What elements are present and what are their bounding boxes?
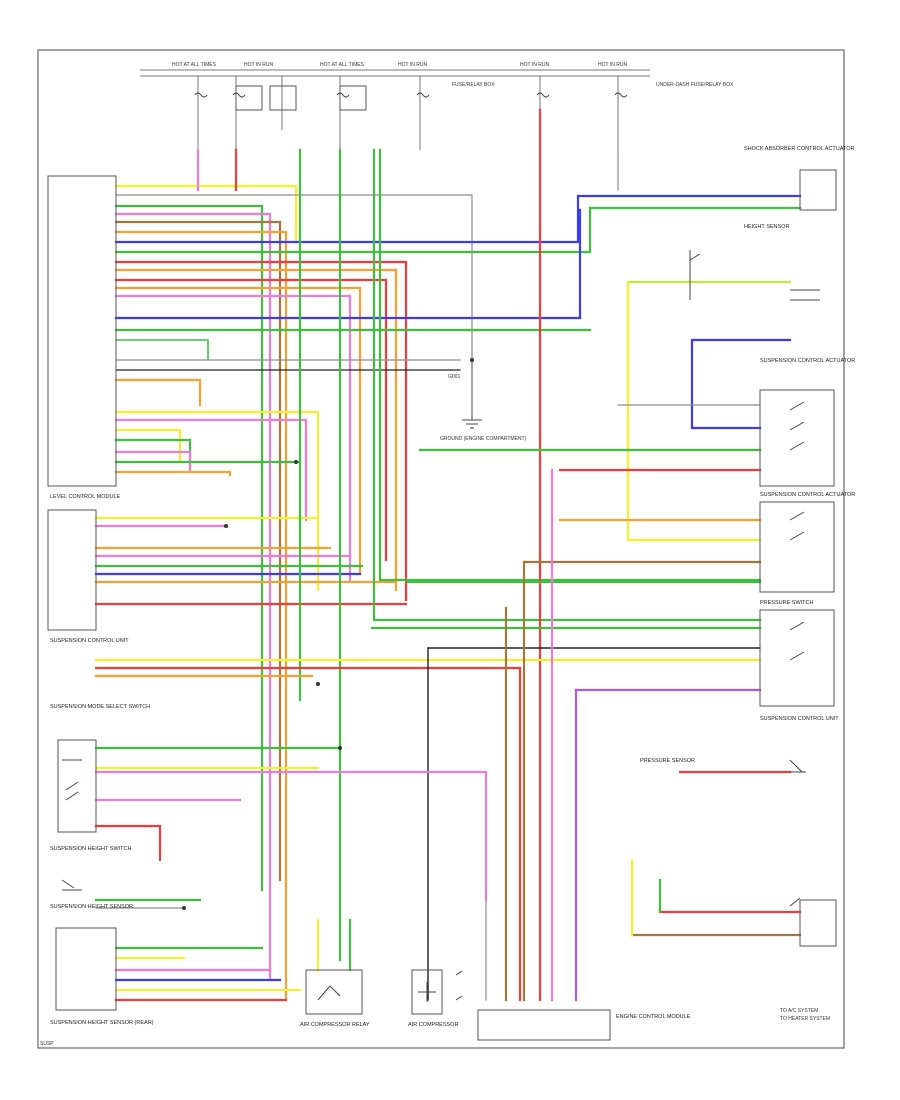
control-actuator-1-box [759, 389, 835, 487]
right-components: SHOCK ABSORBER CONTROL ACTUATOR HEIGHT S… [640, 146, 855, 1022]
mode-select-switch-label: SUSPENSION MODE SELECT SWITCH [50, 704, 150, 710]
engine-control-module-label: ENGINE CONTROL MODULE [616, 1014, 691, 1020]
fuse-label-3: HOT AT ALL TIMES [320, 62, 365, 68]
height-sensor-right-label: HEIGHT SENSOR [744, 224, 789, 230]
fuse-label-2: HOT IN RUN [244, 62, 273, 68]
height-sensor-label: SUSPENSION HEIGHT SENSOR [50, 904, 133, 910]
mode-select-switch-box [57, 739, 97, 833]
junction-dots [182, 358, 474, 910]
fuse-box-label: FUSE/RELAY BOX [452, 82, 495, 88]
page-tag: SUSP [40, 1041, 54, 1047]
pressure-switch-label: PRESSURE SWITCH [760, 600, 814, 606]
engine-control-module-box [477, 1009, 611, 1041]
legend-line-2: TO HEATER SYSTEM [780, 1016, 830, 1022]
pressure-sensor-label: PRESSURE SENSOR [640, 758, 695, 764]
left-components: LEVEL CONTROL MODULE SUSPENSION CONTROL … [40, 175, 154, 1047]
center-components: G001 GROUND (ENGINE COMPARTMENT) AIR COM… [300, 360, 691, 1041]
suspension-control-unit-right-label: SUSPENSION CONTROL UNIT [760, 716, 839, 722]
suspension-control-unit-label: SUSPENSION CONTROL UNIT [50, 638, 129, 644]
shock-actuator-label: SHOCK ABSORBER CONTROL ACTUATOR [744, 146, 855, 152]
compressor-label: AIR COMPRESSOR [408, 1022, 458, 1028]
pressure-switch-box [759, 609, 835, 707]
control-actuator-2-label: SUSPENSION CONTROL ACTUATOR [760, 492, 855, 498]
g001-label: G001 [448, 374, 460, 380]
right-bottom-sensor-box [799, 899, 837, 947]
fuse-label-4: HOT IN RUN [398, 62, 427, 68]
rear-height-sensor-label: SUSPENSION HEIGHT SENSOR (REAR) [50, 1020, 154, 1026]
height-sensor-box [55, 927, 117, 1011]
top-fuse-bus: HOT AT ALL TIMES HOT IN RUN HOT AT ALL T… [140, 62, 734, 150]
height-switch-label: SUSPENSION HEIGHT SWITCH [50, 846, 132, 852]
fuse-label-6: HOT IN RUN [598, 62, 627, 68]
legend-line-1: TO A/C SYSTEM [780, 1008, 818, 1014]
ground-center-label: GROUND (ENGINE COMPARTMENT) [440, 436, 527, 442]
compressor-relay-label: AIR COMPRESSOR RELAY [300, 1022, 370, 1028]
control-actuator-1-label: SUSPENSION CONTROL ACTUATOR [760, 358, 855, 364]
wire-harness [94, 108, 802, 1002]
under-dash-label: UNDER-DASH FUSE/RELAY BOX [656, 82, 734, 88]
control-actuator-2-box [759, 501, 835, 593]
fuse-label-5: HOT IN RUN [520, 62, 549, 68]
level-control-module-label: LEVEL CONTROL MODULE [50, 494, 121, 500]
fuse-label-1: HOT AT ALL TIMES [172, 62, 217, 68]
level-control-module-box [47, 175, 117, 487]
shock-actuator-box [799, 169, 837, 211]
compressor-relay-box [305, 969, 363, 1015]
diagram-frame [37, 49, 845, 1049]
compressor-box [411, 969, 443, 1015]
suspension-control-unit-box [47, 509, 97, 631]
